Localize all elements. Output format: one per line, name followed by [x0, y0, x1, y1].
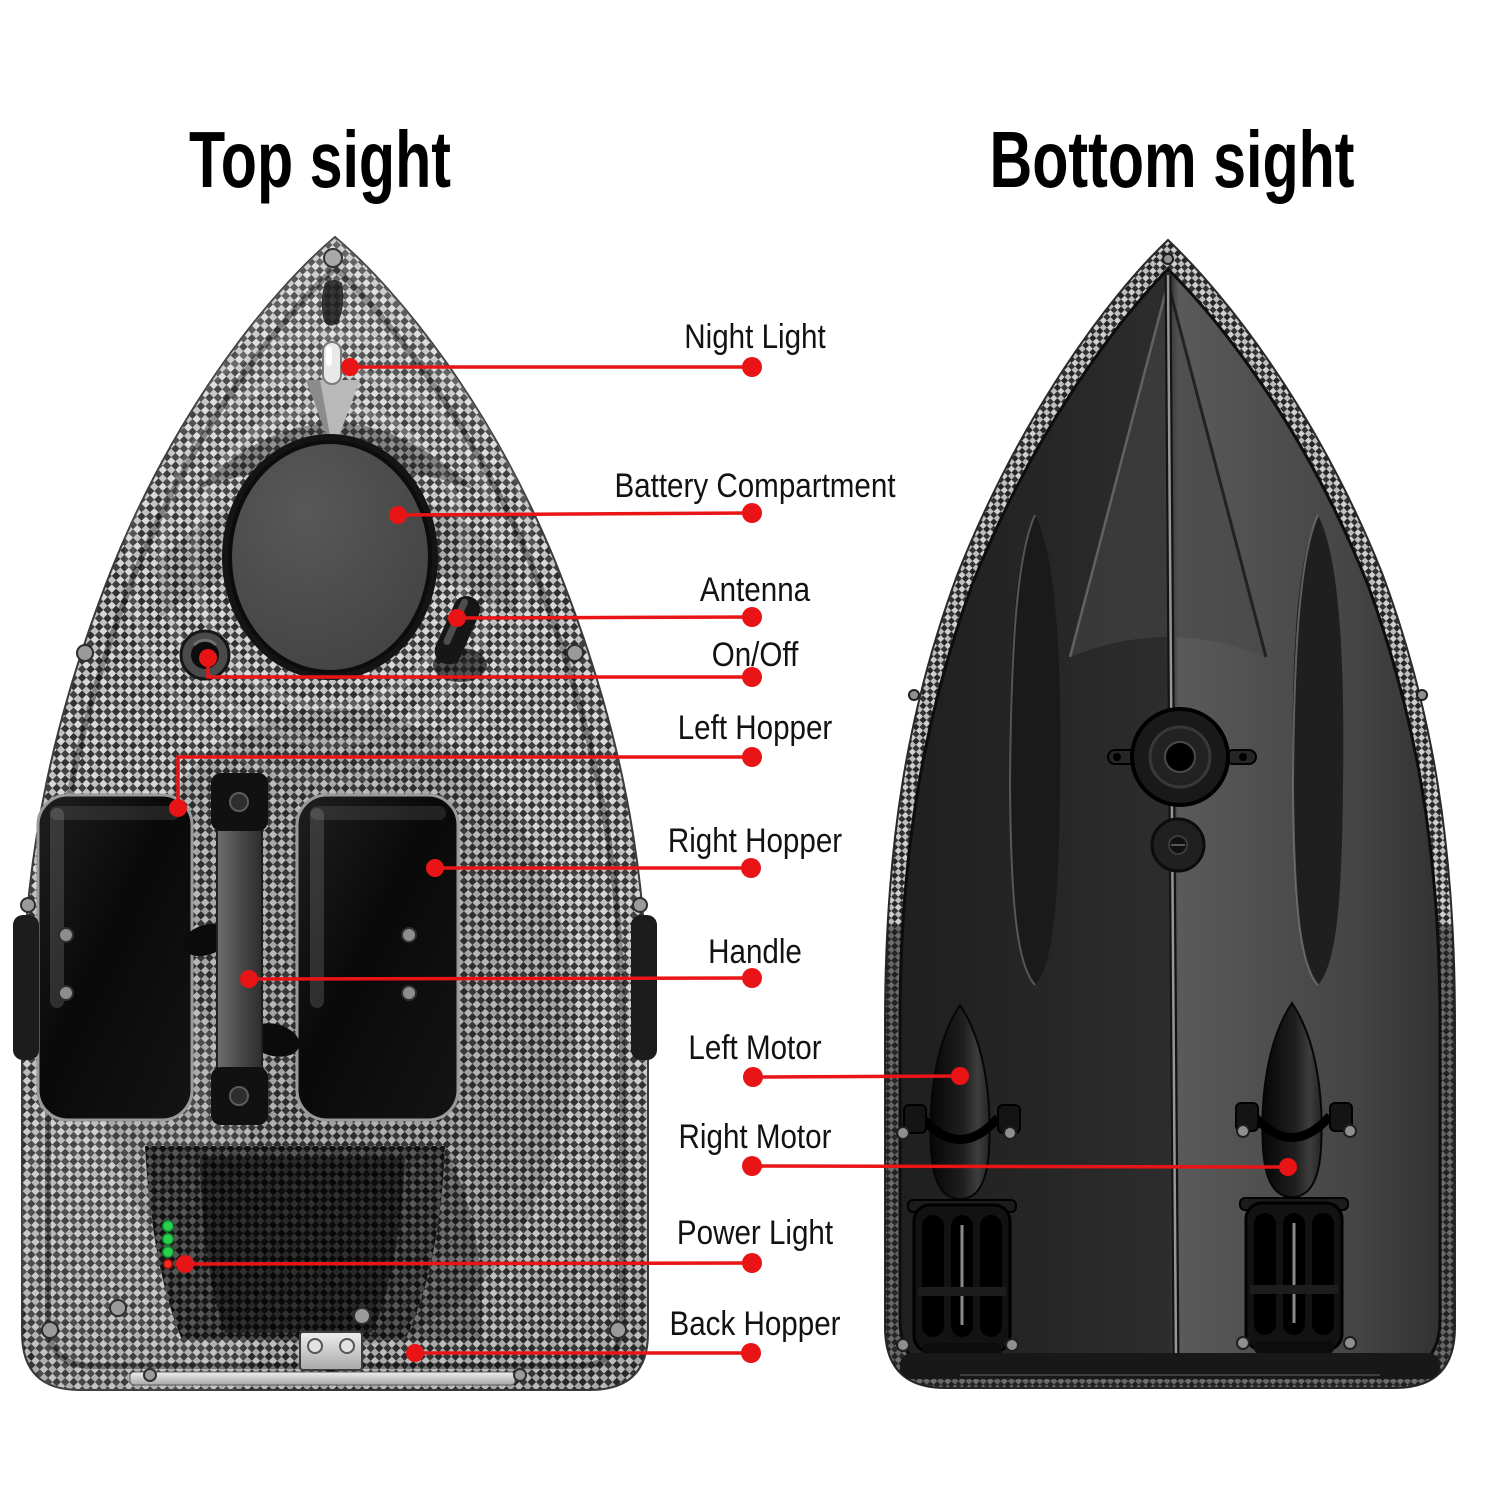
power-status-leds	[161, 1219, 175, 1270]
back-hopper-door-strip	[129, 1371, 516, 1386]
callout-label-back-hopper: Back Hopper	[669, 1305, 841, 1343]
callout-dot-left-hopper-label	[742, 747, 762, 767]
deck-screws	[20, 644, 648, 1382]
left-side-grip	[13, 915, 39, 1060]
callout-label-power-light: Power Light	[676, 1214, 834, 1252]
callout-label-left-motor: Left Motor	[688, 1029, 822, 1067]
callout-label-antenna: Antenna	[699, 571, 811, 609]
callout-label-on-off: On/Off	[711, 636, 799, 674]
bottom-hull	[884, 238, 1456, 1389]
callout-label-night-light: Night Light	[684, 318, 826, 356]
callout-label-battery-compartment: Battery Compartment	[614, 467, 896, 505]
top-sight-title: Top sight	[189, 115, 451, 204]
right-hopper	[295, 793, 460, 1122]
power-button	[179, 629, 231, 681]
center-hub	[1107, 707, 1257, 807]
callout-label-right-hopper: Right Hopper	[667, 822, 843, 860]
callout-dot-right-motor-label	[742, 1156, 762, 1176]
right-side-grip	[631, 915, 657, 1060]
drain-screw	[1150, 817, 1206, 873]
callout-label-left-hopper: Left Hopper	[677, 709, 833, 747]
bow-screw	[323, 248, 343, 268]
callout-dot-back-hopper-label	[741, 1343, 761, 1363]
battery-compartment	[222, 434, 438, 680]
right-strake	[1291, 514, 1344, 986]
left-hopper	[36, 793, 194, 1122]
stern-rim	[900, 1353, 1440, 1379]
back-hopper-recess	[145, 1146, 482, 1340]
right-motor	[1235, 1001, 1353, 1354]
bottom-sight-title: Bottom sight	[989, 115, 1355, 204]
callout-dot-night-light-label	[742, 357, 762, 377]
callout-dot-power-light-label	[742, 1253, 762, 1273]
callout-dot-left-motor-label	[743, 1067, 763, 1087]
hull-screws	[896, 253, 1428, 1352]
left-strake	[1008, 514, 1061, 986]
night-light	[306, 341, 360, 452]
left-motor	[903, 1003, 1021, 1356]
top-view-boat-illustration	[13, 235, 657, 1391]
callout-label-handle: Handle	[708, 933, 802, 971]
callout-label-right-motor: Right Motor	[678, 1118, 832, 1156]
bow-latch	[321, 280, 344, 326]
bottom-view-boat-illustration	[884, 238, 1456, 1389]
carry-handle	[182, 773, 300, 1125]
